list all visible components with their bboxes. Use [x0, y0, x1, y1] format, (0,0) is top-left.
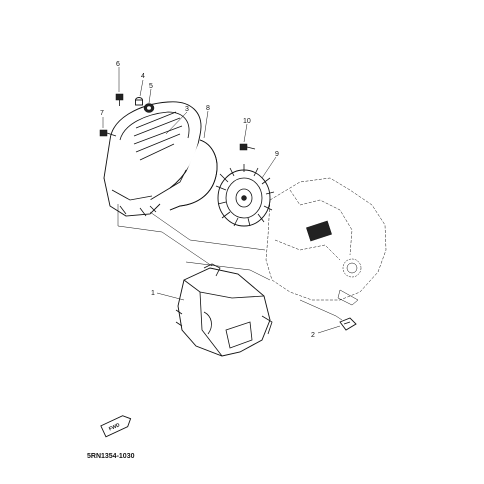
drawing-code: 5RN1354-1030 [87, 453, 135, 460]
bolt-part-6 [115, 93, 124, 106]
forward-direction-arrow: FWD [100, 415, 132, 438]
callout-5: 5 [149, 83, 153, 90]
bolt-part-10 [239, 143, 256, 151]
engine-crankcase-outline [265, 177, 387, 306]
lower-shroud-part-1 [175, 263, 273, 357]
callout-3: 3 [185, 106, 189, 113]
callout-1: 1 [151, 290, 155, 297]
callout-10: 10 [243, 118, 251, 125]
callout-4: 4 [141, 73, 145, 80]
fwd-label: FWD [108, 422, 121, 432]
callout-8: 8 [206, 105, 210, 112]
bolt-part-7 [99, 129, 117, 137]
grommet-part-5 [143, 103, 155, 113]
leader-lines [102, 67, 341, 334]
hose-part-8 [169, 139, 218, 211]
callout-9: 9 [275, 151, 279, 158]
callout-numbers: 6 4 5 3 8 7 10 9 1 2 [100, 61, 315, 339]
clip-part-2 [339, 317, 357, 331]
collar-part-4 [135, 97, 143, 106]
cooling-fan-part-9 [215, 164, 275, 227]
assembly-guide-lines [117, 204, 343, 321]
callout-7: 7 [100, 110, 104, 117]
callout-2: 2 [311, 332, 315, 339]
callout-6: 6 [116, 61, 120, 68]
